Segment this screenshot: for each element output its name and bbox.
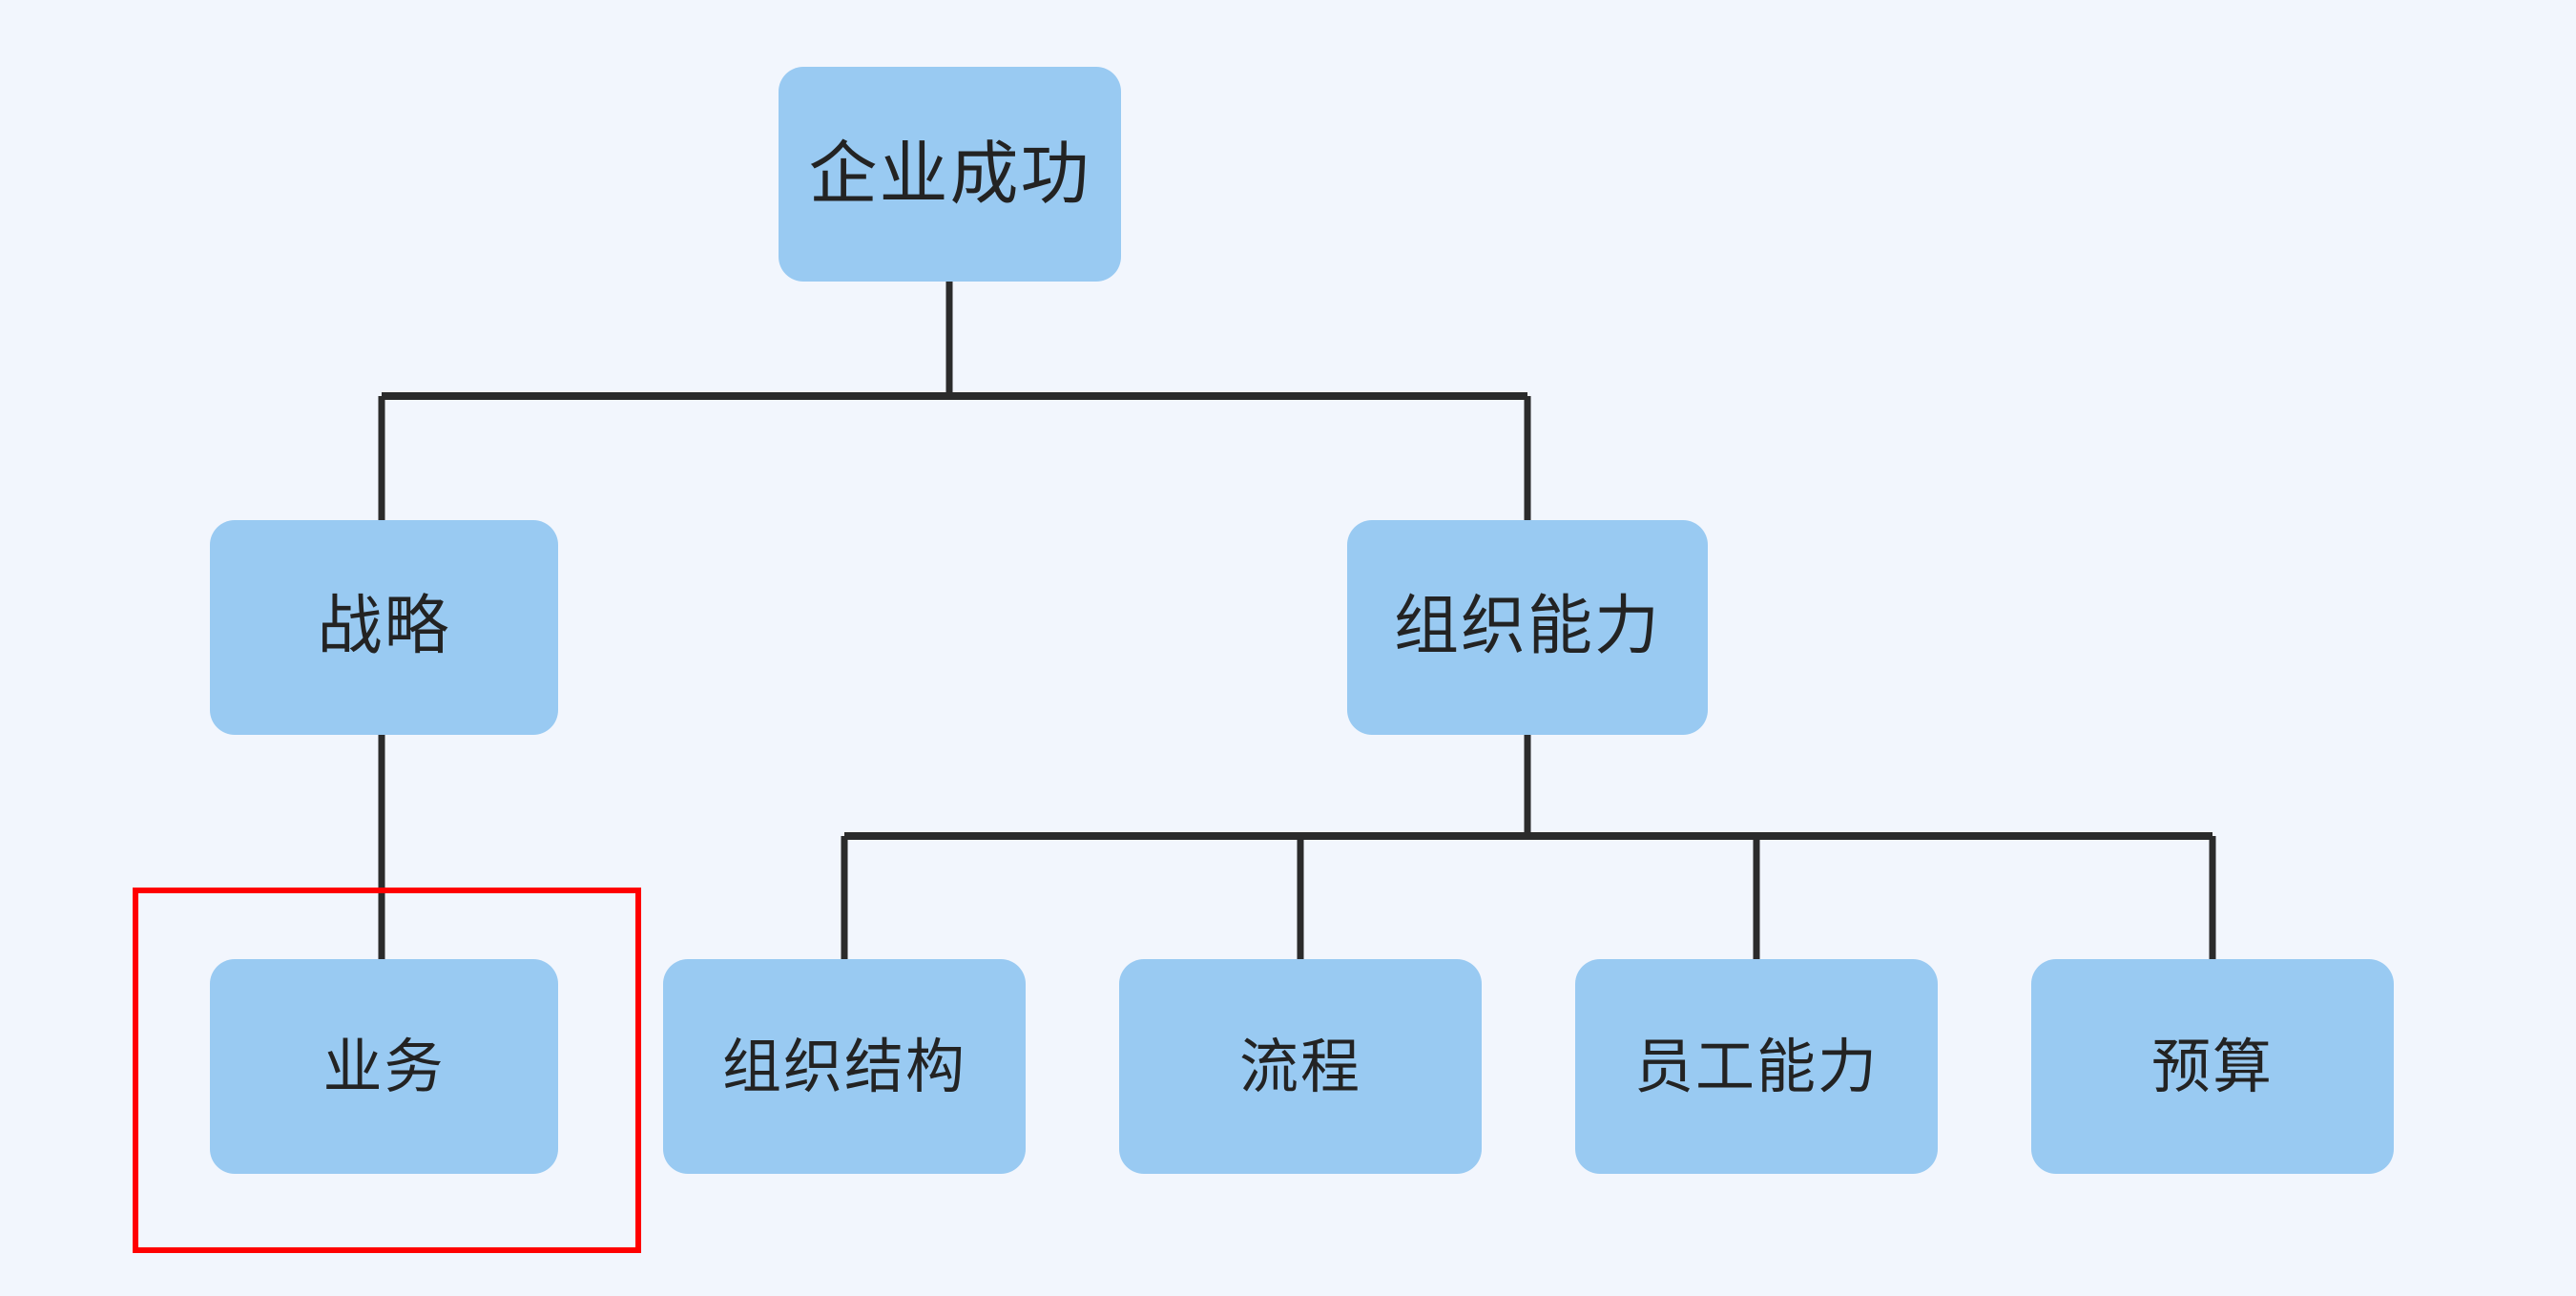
node-process[interactable]: 流程	[1119, 959, 1482, 1174]
edges-orgcap-to-level3	[841, 735, 2216, 959]
node-strategy[interactable]: 战略	[210, 520, 558, 735]
node-label: 战略	[317, 589, 451, 665]
node-label: 流程	[1238, 1031, 1361, 1101]
node-budget[interactable]: 预算	[2031, 959, 2394, 1174]
node-organizational-structure[interactable]: 组织结构	[663, 959, 1026, 1174]
node-label: 预算	[2150, 1031, 2274, 1101]
edges-root-to-level2	[378, 282, 1531, 520]
node-label: 员工能力	[1633, 1031, 1879, 1101]
node-label: 业务	[322, 1031, 446, 1101]
node-organizational-capability[interactable]: 组织能力	[1347, 520, 1708, 735]
node-label: 组织能力	[1393, 589, 1661, 665]
node-label: 企业成功	[808, 134, 1091, 215]
node-business[interactable]: 业务	[210, 959, 558, 1174]
node-label: 组织结构	[721, 1031, 966, 1101]
node-enterprise-success[interactable]: 企业成功	[779, 67, 1121, 282]
highlight-rectangle-business	[133, 888, 641, 1253]
node-staff-capability[interactable]: 员工能力	[1575, 959, 1938, 1174]
